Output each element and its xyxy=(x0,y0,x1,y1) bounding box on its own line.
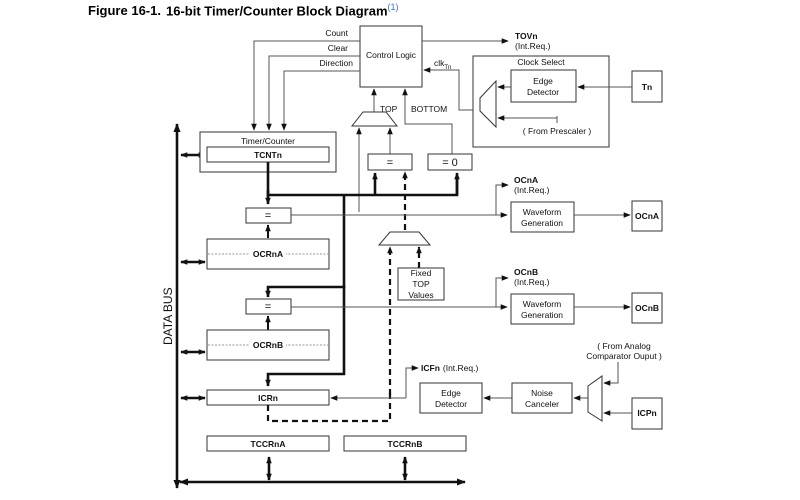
ocb-int-req-label: (Int.Req.) xyxy=(514,277,550,287)
control-logic-block: Control Logic xyxy=(359,25,423,88)
top-source-multiplexer xyxy=(377,231,432,246)
svg-text:( From Analog: ( From Analog xyxy=(597,341,651,351)
svg-text:Generation: Generation xyxy=(521,310,563,320)
icf-flag-label: ICFn(Int.Req.) xyxy=(421,363,478,373)
fixed-top-values xyxy=(397,267,445,301)
svg-text:OCnA: OCnA xyxy=(635,211,659,221)
oca-flag-label: OCnA xyxy=(514,175,538,185)
svg-text:TCCRnB: TCCRnB xyxy=(388,439,423,449)
count-label: Count xyxy=(325,28,348,38)
svg-text:OCRnA: OCRnA xyxy=(253,249,283,259)
waveform-generation-b xyxy=(510,293,575,325)
svg-text:=: = xyxy=(265,301,271,313)
direction-label: Direction xyxy=(319,58,353,68)
svg-text:TCCRnA: TCCRnA xyxy=(251,439,286,449)
bottom-zero-comparator xyxy=(427,153,473,171)
ocb-flag-label: OCnB xyxy=(514,267,538,277)
figure-number: Figure 16-1. xyxy=(88,3,161,19)
ocrb-register: OCRnB xyxy=(206,329,330,361)
top-label: TOP xyxy=(380,104,398,114)
waveform-generation-a xyxy=(510,201,575,233)
ocra-register: OCRnA xyxy=(206,238,330,270)
tccrb-register xyxy=(343,435,467,452)
top-equal-comparator xyxy=(367,153,413,171)
svg-text:=: = xyxy=(265,210,271,222)
clock-multiplexer xyxy=(479,79,497,129)
input-capture-multiplexer xyxy=(587,375,603,422)
svg-text:Fixed: Fixed xyxy=(411,268,432,278)
svg-text:ICRn: ICRn xyxy=(258,393,278,403)
svg-text:= 0: = 0 xyxy=(442,157,458,169)
svg-text:Edge: Edge xyxy=(441,388,461,398)
svg-text:TOP: TOP xyxy=(412,279,430,289)
tn-pin xyxy=(631,70,663,103)
noise-canceler xyxy=(511,382,573,414)
clock-edge-detector xyxy=(510,69,577,103)
svg-text:Detector: Detector xyxy=(527,87,559,97)
bottom-label: BOTTOM xyxy=(411,104,447,114)
clear-label: Clear xyxy=(328,43,348,53)
svg-text:Values: Values xyxy=(408,290,433,300)
svg-text:OCRnB: OCRnB xyxy=(253,340,283,350)
svg-text:ICPn: ICPn xyxy=(637,408,656,418)
clock-select-label: Clock Select xyxy=(517,57,565,67)
tov-flag-label: TOVn xyxy=(515,31,538,41)
svg-text:Noise: Noise xyxy=(531,388,553,398)
svg-text:OCnB: OCnB xyxy=(635,303,659,313)
tov-int-req-label: (Int.Req.) xyxy=(515,41,551,51)
data-bus: DATA BUS xyxy=(161,123,466,489)
svg-text:Waveform: Waveform xyxy=(523,207,561,217)
oca-pin xyxy=(631,200,663,232)
svg-text:Edge: Edge xyxy=(533,76,553,86)
svg-text:Comparator Ouput ): Comparator Ouput ) xyxy=(586,351,662,361)
svg-text:TCNTn: TCNTn xyxy=(254,150,282,160)
clk-label: clkTn xyxy=(434,58,451,71)
svg-text:Tn: Tn xyxy=(642,82,652,92)
svg-text:Waveform: Waveform xyxy=(523,299,561,309)
clock-select-block: Clock Select Edge Detector ( From Presca… xyxy=(472,55,610,148)
prescaler-label: ( From Prescaler ) xyxy=(523,126,592,136)
ocb-pin xyxy=(631,292,663,324)
figure-footnote: (1) xyxy=(387,2,399,12)
svg-text:Detector: Detector xyxy=(435,399,467,409)
icp-pin xyxy=(631,397,663,430)
figure-title: Figure 16-1. 16-bit Timer/Counter Block D… xyxy=(88,2,399,18)
control-logic-label: Control Logic xyxy=(366,50,417,60)
svg-text:Generation: Generation xyxy=(521,218,563,228)
figure-title-text: 16-bit Timer/Counter Block Diagram xyxy=(166,3,388,19)
input-capture-edge-detector xyxy=(419,382,483,414)
svg-text:=: = xyxy=(387,157,393,169)
data-bus-label: DATA BUS xyxy=(161,287,175,345)
oca-int-req-label: (Int.Req.) xyxy=(514,185,550,195)
timer-counter-label: Timer/Counter xyxy=(241,136,295,146)
svg-text:Canceler: Canceler xyxy=(525,399,559,409)
top-multiplexer xyxy=(350,111,399,127)
tccra-register xyxy=(206,435,330,452)
